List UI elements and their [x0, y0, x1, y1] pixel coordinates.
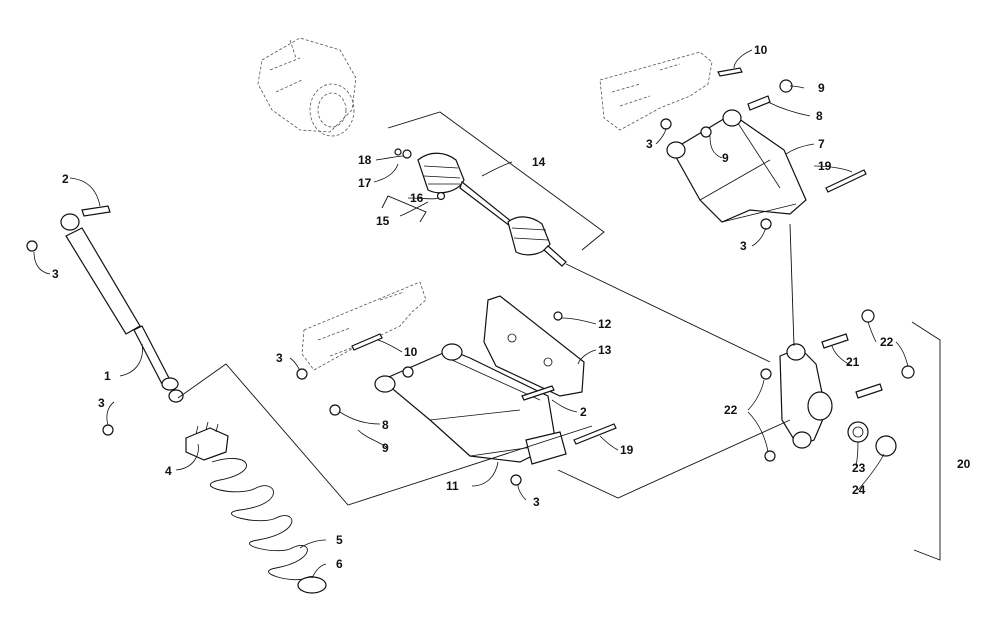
callout-2: 2	[580, 405, 587, 419]
callout-19: 19	[620, 443, 634, 457]
callout-12: 12	[598, 317, 612, 331]
callout-20: 20	[957, 457, 971, 471]
callout-4: 4	[165, 464, 172, 478]
lower-a-arm	[329, 343, 567, 465]
callout-7: 7	[818, 137, 825, 151]
upper-a-arm	[666, 67, 867, 223]
callout-22: 22	[880, 335, 894, 349]
callout-9: 9	[722, 151, 729, 165]
leader-lines	[33, 49, 909, 579]
callout-8: 8	[816, 109, 823, 123]
knuckle	[760, 309, 915, 462]
callout-10: 10	[404, 345, 418, 359]
callout-11: 11	[446, 479, 459, 493]
callout-10: 10	[754, 43, 768, 57]
callout-6: 6	[336, 557, 343, 571]
callout-3: 3	[276, 351, 283, 365]
group-lines	[177, 111, 941, 561]
callout-3: 3	[52, 267, 59, 281]
callout-19: 19	[818, 159, 832, 173]
skid-plate	[483, 295, 585, 397]
callout-3: 3	[98, 396, 105, 410]
callout-15: 15	[376, 214, 390, 228]
frame-lower-center	[301, 281, 427, 371]
callout-18: 18	[358, 153, 372, 167]
callout-1: 1	[104, 369, 111, 383]
callout-24: 24	[852, 483, 866, 497]
differential-housing	[257, 37, 357, 137]
hardware	[26, 118, 772, 486]
callout-14: 14	[532, 155, 546, 169]
callout-8: 8	[382, 418, 389, 432]
drive-shaft	[394, 148, 567, 267]
callout-22: 22	[724, 403, 738, 417]
coil-spring	[185, 421, 327, 594]
callout-3: 3	[740, 239, 747, 253]
callout-3: 3	[646, 137, 653, 151]
callout-23: 23	[852, 461, 866, 475]
frame-upper-right	[599, 51, 713, 131]
callout-16: 16	[410, 191, 424, 205]
callout-21: 21	[846, 355, 860, 369]
callout-3: 3	[533, 495, 540, 509]
shock-absorber	[60, 205, 184, 403]
callout-13: 13	[598, 343, 612, 357]
callout-17: 17	[358, 176, 372, 190]
callout-5: 5	[336, 533, 343, 547]
callout-2: 2	[62, 172, 69, 186]
callout-9: 9	[382, 441, 389, 455]
callout-9: 9	[818, 81, 825, 95]
